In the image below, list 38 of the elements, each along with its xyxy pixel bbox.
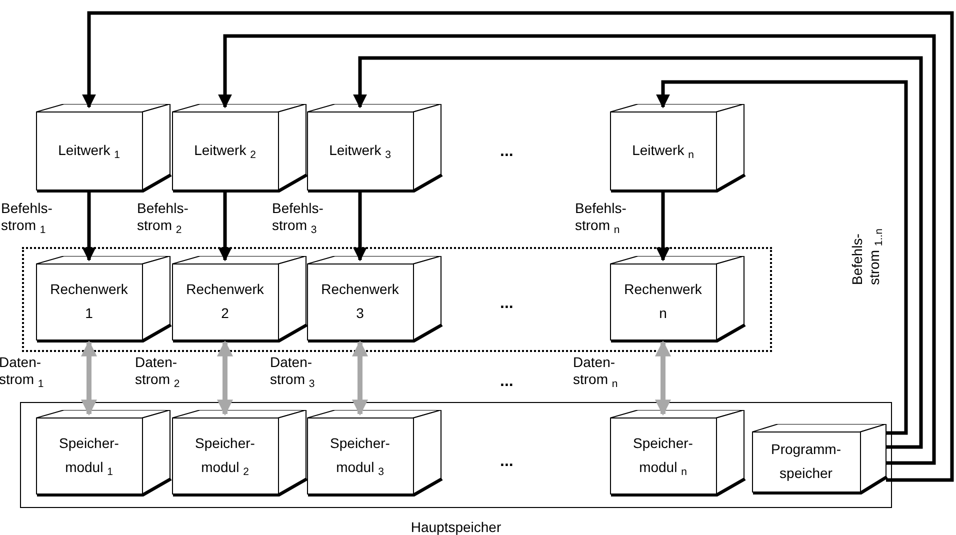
block-label: Leitwerk $_{2}$ [194,142,256,158]
ellipsis-label: ... [500,142,514,162]
edge-label: Daten- strom $_{3}$ [270,354,316,388]
block-label: Leitwerk $_{n}$ [632,142,694,158]
edge-label: Daten- strom $_{2}$ [135,354,181,388]
block-label: Rechenwerk n [624,281,702,321]
block-label: Speicher- modul $_{1}$ [59,435,119,475]
block-label: Rechenwerk 3 [321,281,399,321]
instruction-flow-arrow [82,11,954,482]
instruction-flow-arrow [656,80,908,435]
block-label: Leitwerk $_{3}$ [329,142,391,158]
ellipsis-label: ... [500,294,514,314]
edge-label: Befehls- strom $_{3}$ [272,200,324,234]
block-label: Rechenwerk 1 [50,281,128,321]
instruction-flow-arrow [82,192,96,262]
block-label: Speicher- modul $_{2}$ [195,435,255,475]
edge-label: Daten- strom $_{n}$ [573,354,619,388]
block-label: Leitwerk $_{1}$ [58,142,120,158]
block-label: Programm- speicher [770,441,841,481]
data-flow-arrow [217,340,233,416]
edge-label: Befehls- strom $_{1}$ [1,200,54,234]
ellipsis-label: ... [500,452,514,472]
edge-label: Befehls- strom $_{2}$ [137,200,190,234]
instruction-flow-arrow [353,192,367,262]
block-label: Rechenwerk 2 [186,281,264,321]
block-label: Hauptspeicher [410,519,502,535]
instruction-flow-arrow [218,192,232,262]
data-flow-arrow [352,340,368,416]
instruction-flow-arrow [218,34,936,465]
instruction-flow-arrow [353,56,923,449]
block-label: Speicher- modul $_{n}$ [633,435,693,475]
data-flow-arrow [655,340,671,416]
instruction-flow-arrow [656,192,670,262]
ellipsis-label: ... [500,372,514,392]
data-flow-arrow [81,340,97,416]
edge-label: Befehls- strom $_{n}$ [575,200,628,234]
block-label: Speicher- modul $_{3}$ [330,435,390,475]
dotted-frame [22,247,772,352]
